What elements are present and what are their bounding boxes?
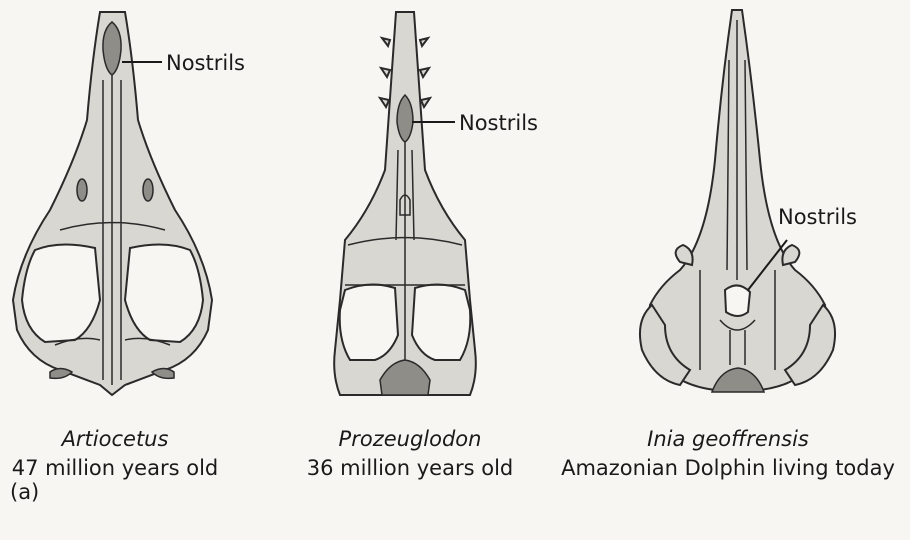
caption-prozeuglodon: Prozeuglodon 36 million years old	[285, 425, 535, 483]
species-name-1: Artiocetus	[0, 425, 230, 454]
prozeuglodon-skull	[334, 12, 476, 395]
species-age-3: Amazonian Dolphin living today	[548, 454, 908, 483]
species-age-1: 47 million years old	[0, 454, 230, 483]
inia-geoffrensis-skull	[640, 10, 835, 392]
caption-artiocetus: Artiocetus 47 million years old	[0, 425, 230, 483]
species-name-3: Inia geoffrensis	[548, 425, 908, 454]
nostrils-label-1: Nostrils	[166, 51, 245, 75]
species-age-2: 36 million years old	[285, 454, 535, 483]
nostrils-label-2: Nostrils	[459, 111, 538, 135]
panel-label: (a)	[10, 480, 39, 504]
nostrils-label-3: Nostrils	[778, 205, 857, 229]
species-name-2: Prozeuglodon	[285, 425, 535, 454]
caption-inia-geoffrensis: Inia geoffrensis Amazonian Dolphin livin…	[548, 425, 908, 483]
